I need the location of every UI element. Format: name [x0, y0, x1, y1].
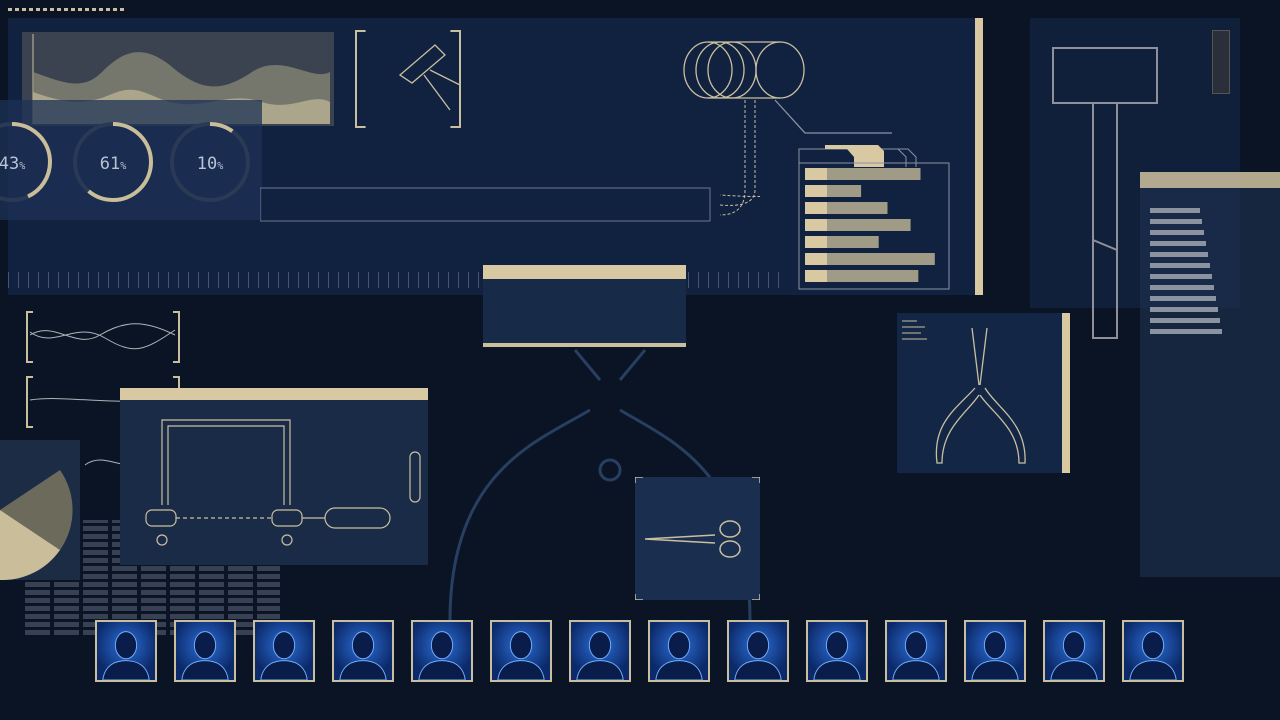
file-bar	[827, 168, 921, 180]
gauge-arc-2	[73, 122, 153, 202]
center-panel	[483, 265, 686, 347]
avatar-icon	[1050, 631, 1098, 681]
file-bar-label	[805, 219, 827, 231]
avatar[interactable]	[806, 620, 868, 682]
avatar[interactable]	[727, 620, 789, 682]
file-bar	[827, 202, 888, 214]
file-bar	[827, 185, 862, 197]
doc-line	[1150, 241, 1206, 246]
avatar-icon	[418, 631, 466, 681]
file-bar-label	[805, 270, 827, 282]
avatar[interactable]	[332, 620, 394, 682]
avatar[interactable]	[174, 620, 236, 682]
avatar[interactable]	[885, 620, 947, 682]
avatar-icon	[497, 631, 545, 681]
accent-bar-vertical	[975, 18, 983, 295]
avatar[interactable]	[964, 620, 1026, 682]
window-controls[interactable]	[1212, 30, 1230, 94]
avatar[interactable]	[490, 620, 552, 682]
gauge-arc-1	[0, 122, 52, 202]
file-bar-label	[805, 253, 827, 265]
avatar-icon	[971, 631, 1019, 681]
connector-lines	[260, 100, 760, 222]
dashed-strip	[8, 8, 126, 11]
avatar-icon	[260, 631, 308, 681]
avatar-icon	[576, 631, 624, 681]
avatar-icon	[655, 631, 703, 681]
gauges	[0, 122, 250, 202]
avatar[interactable]	[1122, 620, 1184, 682]
gauge-label-3: 10%	[197, 154, 224, 174]
hammer-icon	[398, 44, 461, 111]
doc-line	[1150, 230, 1204, 235]
file-bar-label	[805, 185, 827, 197]
folder-icon	[798, 145, 950, 290]
avatar[interactable]	[411, 620, 473, 682]
doc-line	[1150, 274, 1212, 279]
pliers-icon	[902, 320, 1026, 464]
scissors-card	[634, 476, 761, 601]
avatar[interactable]	[1043, 620, 1105, 682]
doc-line	[1150, 285, 1214, 290]
folder-card	[798, 145, 950, 290]
doc-line	[1150, 296, 1216, 301]
doc-line	[1150, 307, 1218, 312]
doc-line	[1150, 219, 1202, 224]
doc-line	[1150, 329, 1222, 334]
pie-chart	[0, 440, 80, 580]
avatar[interactable]	[253, 620, 315, 682]
file-bar-label	[805, 202, 827, 214]
document-panel	[1140, 172, 1280, 577]
avatar-icon	[102, 631, 150, 681]
doc-line	[1150, 208, 1200, 213]
avatar-icon	[339, 631, 387, 681]
schematic-card	[120, 388, 428, 565]
avatar[interactable]	[648, 620, 710, 682]
scissors-icon	[634, 476, 761, 601]
gauge-label-1: 43%	[0, 154, 25, 174]
avatar-icon	[1129, 631, 1177, 681]
avatar-icon	[734, 631, 782, 681]
mallet-icon	[1052, 47, 1158, 339]
doc-line	[1150, 263, 1210, 268]
cylinder-icon	[683, 41, 892, 134]
file-bar	[827, 219, 911, 231]
avatar[interactable]	[95, 620, 157, 682]
gauges-panel	[0, 100, 262, 220]
file-bar	[827, 236, 879, 248]
doc-line	[1150, 252, 1208, 257]
gauge-label-2: 61%	[100, 154, 127, 174]
avatar-icon	[181, 631, 229, 681]
gauge-arc-3	[170, 122, 250, 202]
file-bar-label	[805, 236, 827, 248]
pliers-accent-bar	[1062, 313, 1070, 473]
schematic-diagram	[145, 419, 421, 546]
doc-line	[1150, 318, 1220, 323]
avatar[interactable]	[569, 620, 631, 682]
pliers-card	[897, 313, 1062, 473]
file-bar	[827, 253, 935, 265]
avatar-icon	[892, 631, 940, 681]
file-bar	[827, 270, 919, 282]
avatar-icon	[813, 631, 861, 681]
file-bar-label	[805, 168, 827, 180]
